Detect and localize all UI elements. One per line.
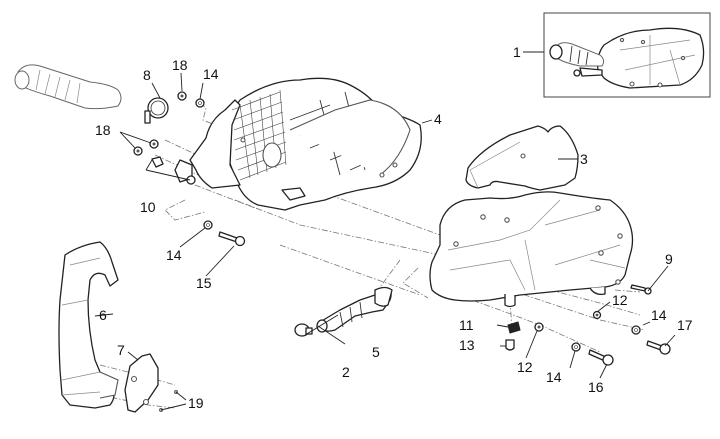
callout-14-low[interactable]: 14 bbox=[546, 369, 562, 385]
callout-14-mid[interactable]: 14 bbox=[166, 247, 182, 263]
callout-4[interactable]: 4 bbox=[434, 111, 442, 127]
callout-7[interactable]: 7 bbox=[117, 342, 125, 358]
part-14-washer-top[interactable] bbox=[195, 98, 205, 108]
part-14-washer-right[interactable] bbox=[631, 325, 641, 335]
callout-18-left[interactable]: 18 bbox=[95, 122, 111, 138]
part-14-washer-mid[interactable] bbox=[203, 220, 213, 230]
part-9-screw[interactable] bbox=[630, 284, 652, 295]
part-11-clip[interactable] bbox=[507, 321, 521, 334]
part-16-screw[interactable] bbox=[588, 349, 614, 366]
callout-16[interactable]: 16 bbox=[588, 379, 604, 395]
callout-12-left[interactable]: 12 bbox=[517, 359, 533, 375]
intake-hose[interactable] bbox=[14, 64, 122, 110]
part-5-intake-sleeve[interactable] bbox=[316, 286, 393, 333]
part-18-nuts[interactable] bbox=[133, 91, 187, 156]
callout-6[interactable]: 6 bbox=[99, 307, 107, 323]
part-17-screw[interactable] bbox=[646, 340, 671, 355]
callout-17[interactable]: 17 bbox=[677, 317, 693, 333]
callout-14-right[interactable]: 14 bbox=[651, 307, 667, 323]
callout-15[interactable]: 15 bbox=[196, 275, 212, 291]
part-10-spacers[interactable] bbox=[151, 156, 196, 185]
part-12-bush-right[interactable] bbox=[592, 310, 602, 320]
leader-lines bbox=[94, 51, 676, 411]
callout-19[interactable]: 19 bbox=[188, 395, 204, 411]
callout-10[interactable]: 10 bbox=[140, 199, 156, 215]
callout-3[interactable]: 3 bbox=[580, 151, 588, 167]
part-14-washer-low[interactable] bbox=[571, 342, 581, 352]
part-2-hose-clamp[interactable] bbox=[294, 323, 313, 337]
callout-5[interactable]: 5 bbox=[372, 344, 380, 360]
callout-labels: 1 2 3 4 5 6 7 8 9 10 11 12 12 13 14 14 1… bbox=[95, 44, 693, 411]
callout-1[interactable]: 1 bbox=[513, 44, 521, 60]
callout-18-top[interactable]: 18 bbox=[172, 57, 188, 73]
part-4-filter-cover[interactable] bbox=[174, 77, 422, 211]
callout-9[interactable]: 9 bbox=[665, 251, 673, 267]
part-7-cover-plate[interactable] bbox=[124, 353, 159, 413]
part-6-bracket[interactable] bbox=[58, 241, 119, 409]
part-12-bush-left[interactable] bbox=[534, 322, 544, 332]
callout-8[interactable]: 8 bbox=[143, 67, 151, 83]
part-15-screw[interactable] bbox=[218, 231, 246, 247]
part-3-filter-element[interactable] bbox=[465, 125, 579, 191]
callout-11[interactable]: 11 bbox=[459, 317, 474, 333]
callout-2[interactable]: 2 bbox=[342, 364, 350, 380]
part-8-clamp[interactable] bbox=[144, 97, 169, 124]
filter-box-housing[interactable] bbox=[429, 191, 634, 308]
callout-12-right[interactable]: 12 bbox=[612, 292, 628, 308]
callout-13[interactable]: 13 bbox=[459, 337, 475, 353]
part-1-inset[interactable] bbox=[543, 12, 711, 98]
callout-14-top[interactable]: 14 bbox=[203, 66, 219, 82]
part-13-drain-plug[interactable] bbox=[505, 339, 515, 351]
